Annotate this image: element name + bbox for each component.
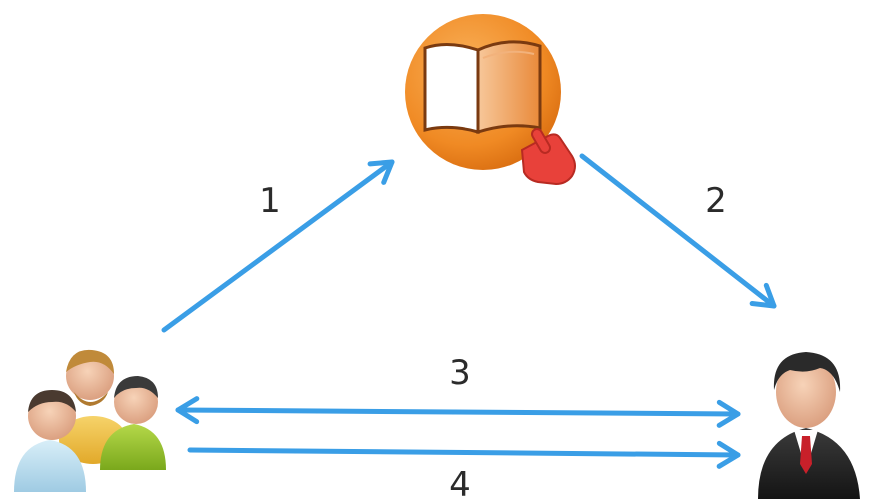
- arrows-layer: [161, 153, 777, 469]
- edge-arrowhead-2: [749, 282, 777, 309]
- edge-arrowhead-1: [367, 159, 395, 185]
- pointing-hand-icon: [520, 128, 576, 186]
- edge-arrowhead-3-start: [175, 396, 200, 425]
- edge-label-3: 3: [449, 353, 471, 393]
- user-group-icon: [14, 349, 166, 492]
- edge-arrow-4: [187, 447, 741, 458]
- edge-arrow-1: [161, 159, 395, 333]
- businessman-icon: [758, 352, 860, 499]
- group-node: [14, 349, 166, 492]
- edge-arrow-2: [579, 153, 777, 309]
- open-book-with-pointing-hand-icon: [405, 14, 576, 186]
- edge-label-4: 4: [449, 465, 471, 499]
- edge-arrowhead-4: [716, 440, 741, 469]
- book-node: [405, 14, 576, 186]
- edge-label-1: 1: [259, 181, 281, 221]
- person-node: [758, 352, 860, 499]
- edge-arrowhead-3: [716, 399, 741, 428]
- edge-arrow-3: [175, 407, 741, 417]
- edge-label-2: 2: [705, 181, 727, 221]
